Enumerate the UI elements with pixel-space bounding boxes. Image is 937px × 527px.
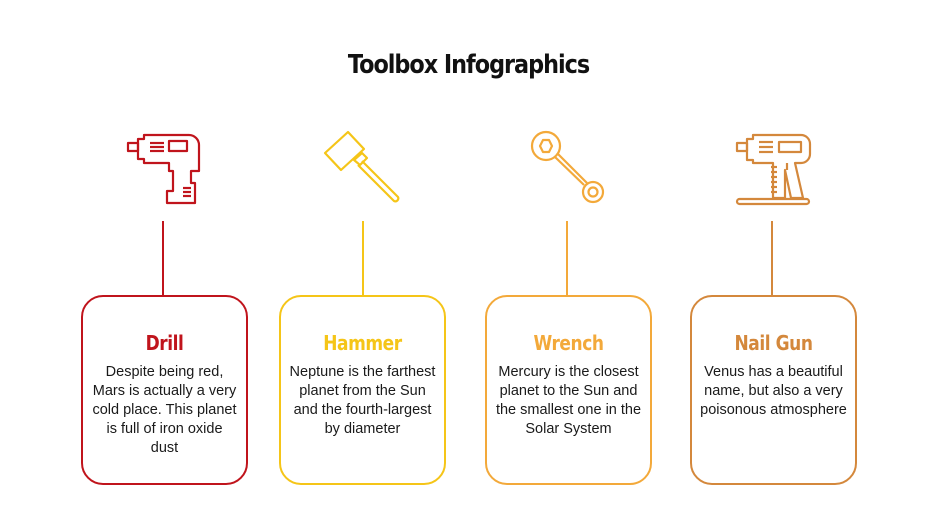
hammer-card-text: Neptune is the farthest planet from the … — [289, 364, 436, 437]
nail-gun-card-text: Venus has a beautiful name, but also a v… — [700, 364, 847, 418]
drill-card-text: Despite being red, Mars is actually a ve… — [92, 364, 237, 456]
wrench-card-text: Mercury is the closest planet to the Sun… — [495, 364, 642, 437]
hammer-connector-line — [362, 221, 364, 295]
nail-gun-card-title: Nail Gun — [734, 331, 813, 355]
drill-connector-line — [162, 221, 164, 295]
wrench-connector-line — [566, 221, 568, 295]
wrench-card: Wrench Mercury is the closest planet to … — [485, 295, 652, 485]
drill-icon — [119, 122, 209, 212]
hammer-icon — [318, 122, 408, 212]
wrench-card-title: Wrench — [533, 331, 604, 355]
hammer-card-title: Hammer — [323, 331, 402, 355]
nail-gun-icon — [727, 122, 817, 212]
wrench-icon — [522, 122, 612, 212]
hammer-card: Hammer Neptune is the farthest planet fr… — [279, 295, 446, 485]
nail-gun-card: Nail Gun Venus has a beautiful name, but… — [690, 295, 857, 485]
nail-gun-connector-line — [771, 221, 773, 295]
drill-card-title: Drill — [145, 331, 184, 355]
page-title: Toolbox Infographics — [347, 50, 590, 80]
drill-card: Drill Despite being red, Mars is actuall… — [81, 295, 248, 485]
